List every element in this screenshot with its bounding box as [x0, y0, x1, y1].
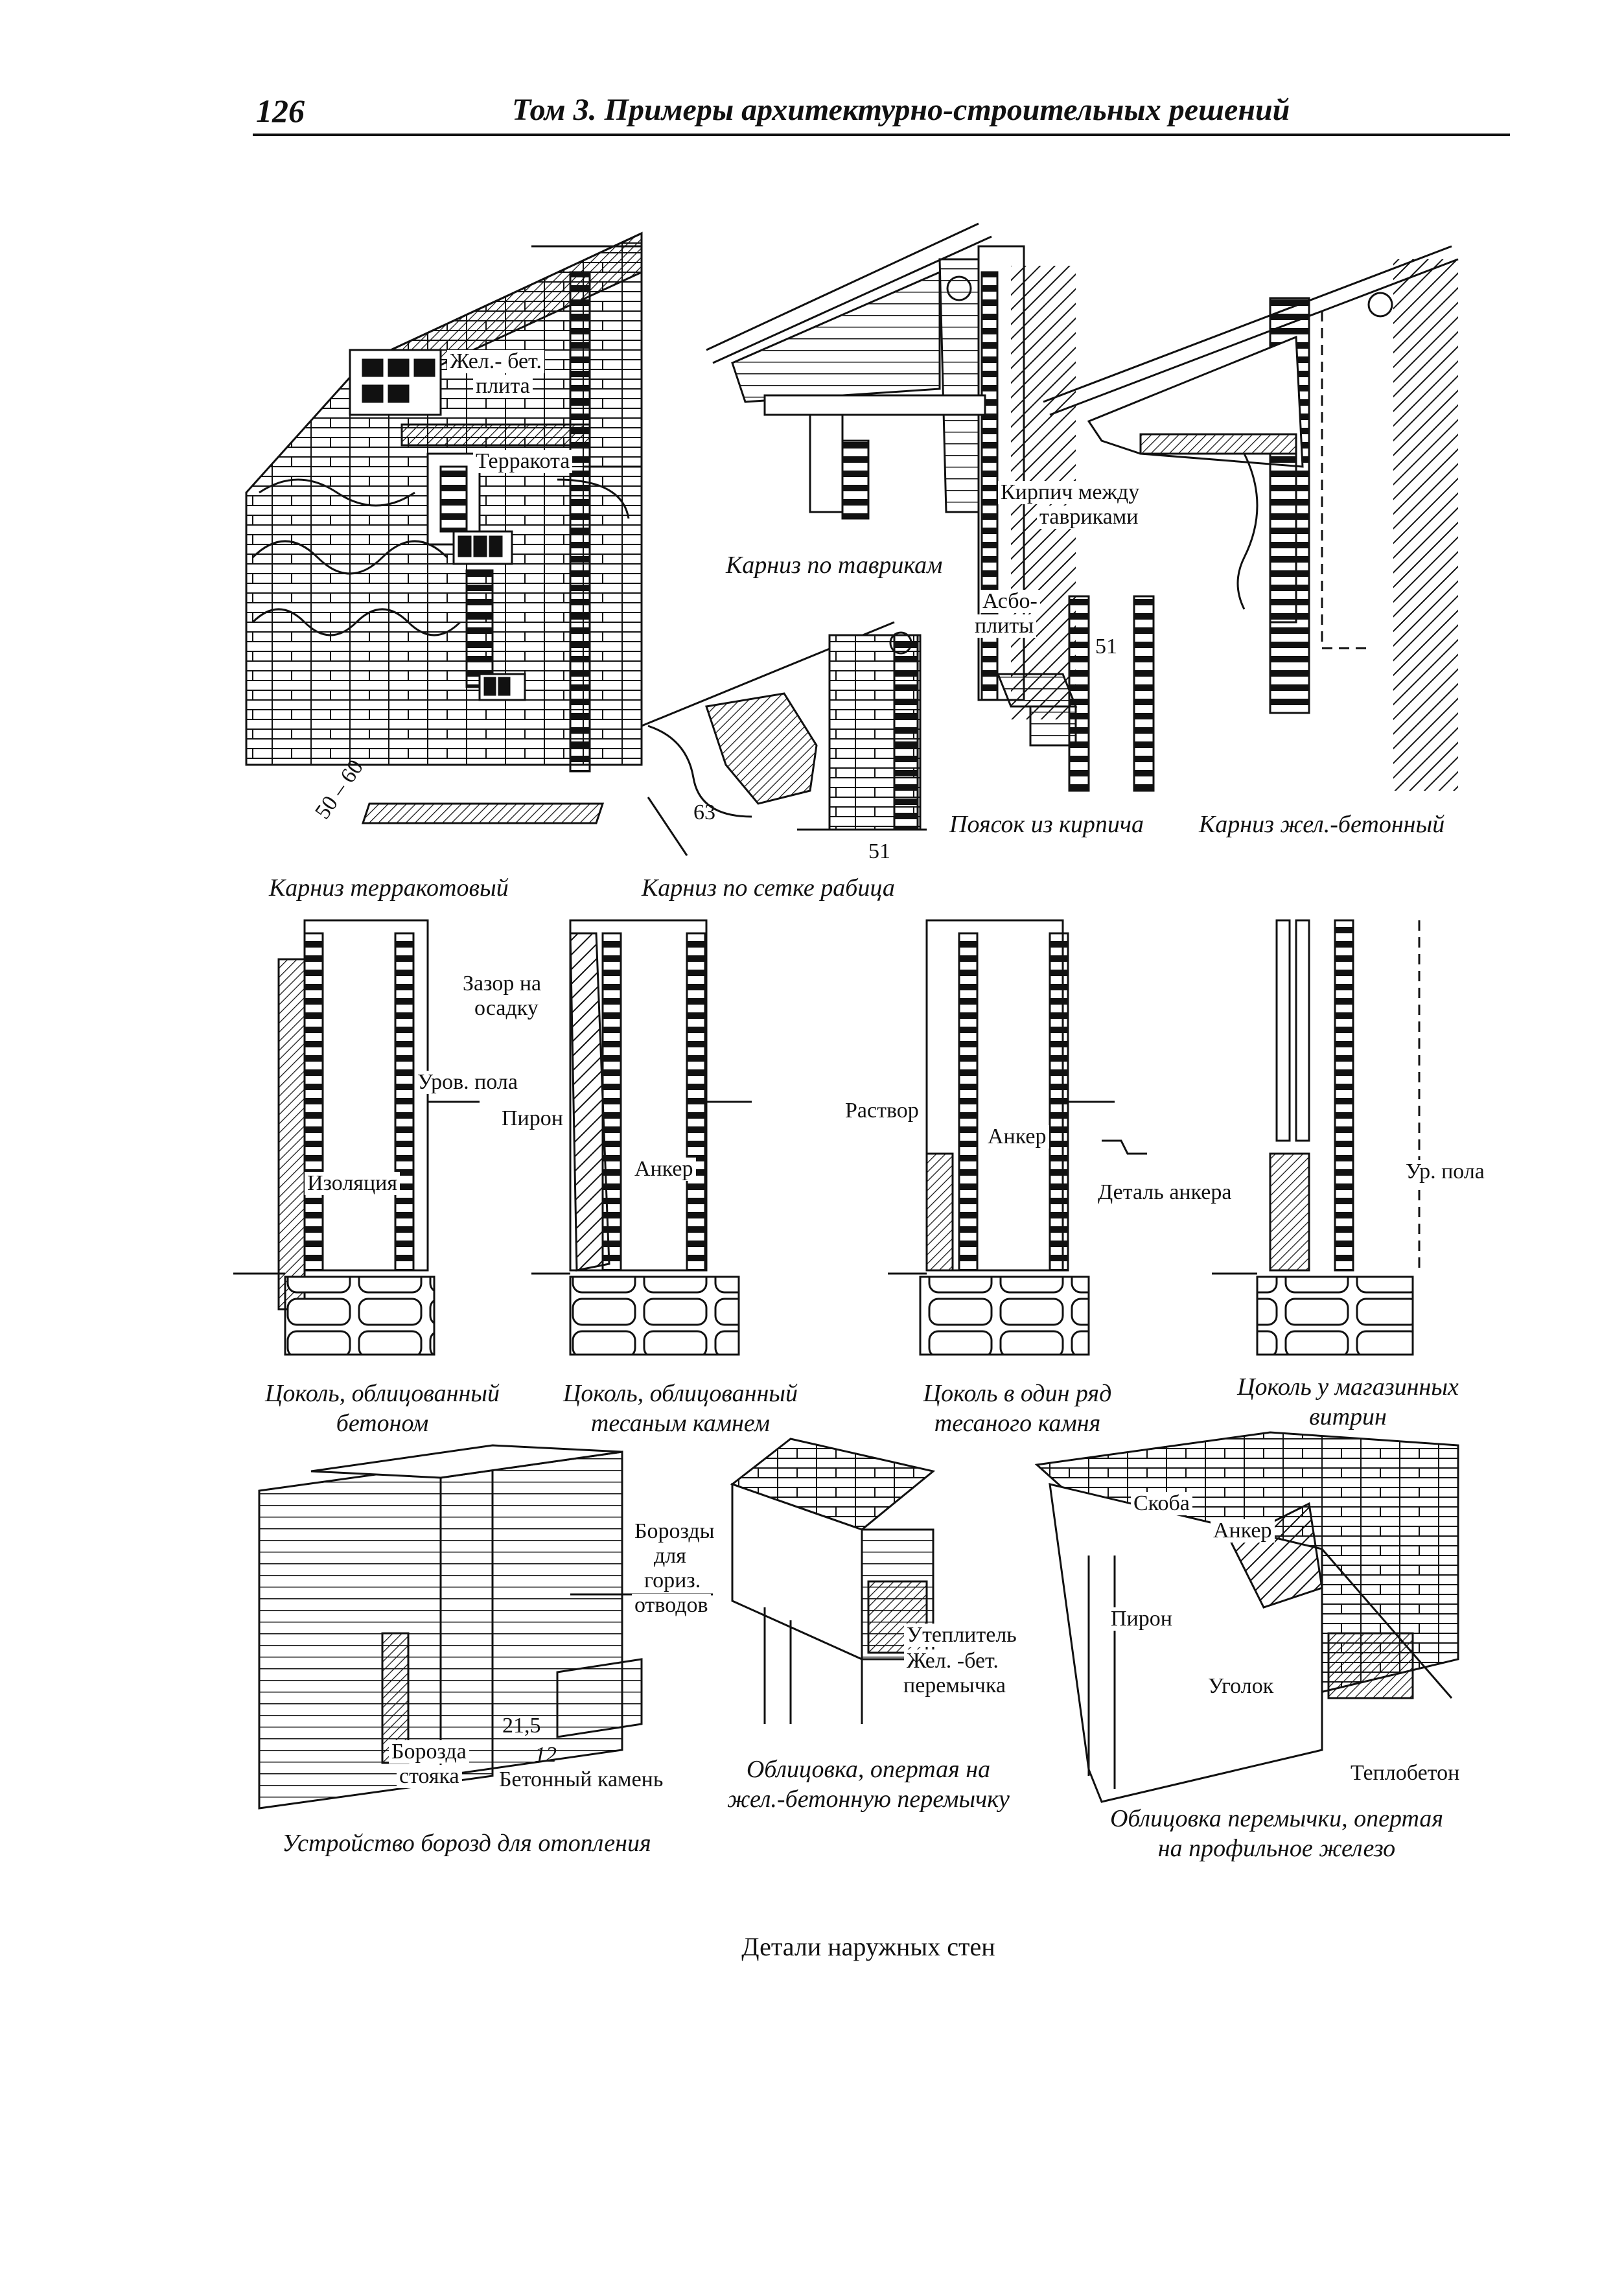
label-urov-pola: Уров. пола [415, 1071, 520, 1094]
label-uteplitel: Утеплитель [904, 1624, 1019, 1647]
label-anker-3: Анкер [1211, 1519, 1275, 1543]
label-asbo-1: Асбо- [980, 590, 1040, 613]
caption-oblic-prof-1: Облицовка перемычки, опертая [1109, 1805, 1444, 1832]
label-betonny-kamen: Бетонный камень [499, 1767, 664, 1791]
mesh-cornice-drawing [641, 621, 927, 856]
caption-cokol-ryad-2: тесаного камня [934, 1410, 1101, 1437]
page-title: Том 3. Примеры архитектурно-строительных… [512, 93, 1290, 127]
label-ur-pola: Ур. пола [1403, 1160, 1487, 1183]
caption-oblic-prof-2: на профильное железо [1157, 1835, 1396, 1862]
label-zazor-2: осадку [472, 997, 541, 1020]
plinth-concrete-drawing [233, 919, 480, 1356]
label-anker-2: Анкер [985, 1125, 1049, 1148]
heating-channels-drawing [258, 1444, 713, 1810]
caption-cokol-beton-1: Цоколь, облицованный [264, 1380, 500, 1407]
caption-cokol-beton-2: бетоном [336, 1410, 429, 1437]
label-asbo-2: плиты [972, 614, 1037, 638]
label-anker-1: Анкер [632, 1158, 696, 1181]
caption-poyasok: Поясок из кирпича [949, 811, 1144, 838]
caption-cokol-vitrin-1: Цоколь у магазинных [1237, 1373, 1459, 1401]
concrete-cornice-drawing [1043, 245, 1459, 791]
caption-oblic-perem-1: Облицовка, опертая на [746, 1756, 991, 1783]
label-dim-63: 63 [693, 800, 715, 824]
caption-borozd-otopl: Устройство борозд для отопления [282, 1830, 651, 1857]
label-rastvor: Раствор [842, 1099, 922, 1123]
plinth-dressed-stone-drawing [531, 919, 752, 1356]
page-number: 126 [256, 93, 305, 129]
label-borozdy-1: Борозды [632, 1520, 717, 1543]
caption-karniz-terrakot: Карниз терракотовый [269, 874, 509, 902]
label-dim-12: 12 [535, 1743, 557, 1767]
cladding-concrete-lintel-drawing [730, 1438, 936, 1724]
label-borozdy-3: гориз. [642, 1569, 704, 1592]
label-borozda-2: стояка [397, 1765, 462, 1788]
label-dim-51-b: 51 [868, 839, 890, 863]
label-peremychka-1: Жел. -бет. [904, 1649, 1001, 1673]
label-zhel-bet-plita-1: Жел.- бет. [447, 350, 544, 373]
label-izolyaciya: Изоляция [305, 1172, 400, 1195]
caption-karniz-tavrikam: Карниз по таврикам [726, 552, 943, 579]
caption-cokol-kamen-1: Цоколь, облицованный [563, 1380, 798, 1407]
caption-oblic-perem-2: жел.-бетонную перемычку [727, 1786, 1010, 1813]
label-zhel-bet-plita-2: плита [473, 375, 533, 398]
label-borozdy-4: отводов [632, 1594, 711, 1617]
terracotta-cornice-drawing [245, 231, 643, 824]
caption-karniz-setke: Карниз по сетке рабица [642, 874, 895, 902]
plinth-shopfront-drawing [1212, 919, 1421, 1356]
label-borozda-1: Борозда [389, 1740, 469, 1764]
caption-karniz-zhelbet: Карниз жел.-бетонный [1199, 811, 1445, 838]
plinth-single-row-drawing [888, 919, 1147, 1356]
label-zazor-1: Зазор на [460, 972, 544, 996]
label-skoba: Скоба [1131, 1492, 1192, 1515]
label-ugolok: Уголок [1205, 1675, 1277, 1698]
figure-title: Детали наружных стен [741, 1932, 995, 1961]
caption-cokol-vitrin-2: витрин [1309, 1403, 1387, 1430]
caption-cokol-kamen-2: тесаным камнем [590, 1410, 771, 1437]
label-detal-ankera: Деталь анкера [1095, 1181, 1235, 1204]
label-teplobeton: Теплобетон [1348, 1762, 1463, 1785]
caption-cokol-ryad-1: Цоколь в один ряд [923, 1380, 1112, 1407]
brick-belt-drawing [996, 595, 1155, 792]
label-kirpich-1: Кирпич между [998, 481, 1143, 504]
label-piron-2: Пирон [1108, 1607, 1175, 1631]
label-dim-51-a: 51 [1095, 635, 1117, 658]
label-terrakota: Терракота [473, 450, 573, 473]
label-dim-21-5: 21,5 [502, 1714, 541, 1738]
label-piron-1: Пирон [499, 1107, 566, 1130]
label-peremychka-2: перемычка [901, 1674, 1008, 1697]
label-kirpich-2: тавриками [1037, 506, 1141, 529]
cladding-steel-lintel-drawing [1034, 1431, 1459, 1803]
header-rule [253, 134, 1510, 136]
label-borozdy-2: для [651, 1544, 689, 1568]
